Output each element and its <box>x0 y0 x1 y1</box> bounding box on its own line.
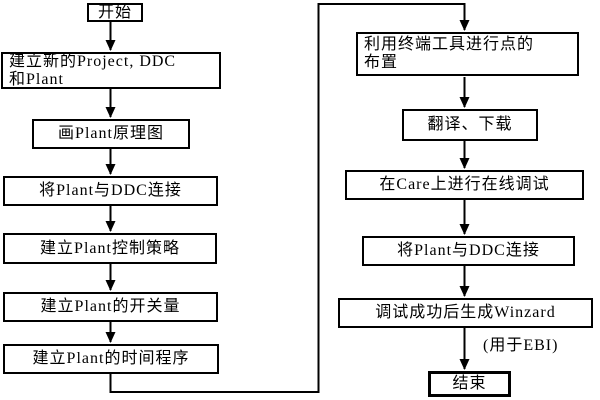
node-connect-plant-ddc-2: 将Plant与DDC连接 <box>362 236 575 266</box>
node-translate-download: 翻译、下载 <box>402 109 538 141</box>
node-terminal-points-line1: 利用终端工具进行点的 <box>364 36 535 53</box>
node-terminal-points-line2: 布置 <box>364 54 399 71</box>
node-start: 开始 <box>87 3 143 22</box>
node-control-strategy: 建立Plant控制策略 <box>3 233 217 264</box>
node-care-online-debug: 在Care上进行在线调试 <box>345 170 584 200</box>
node-create-project: 建立新的Project, DDC 和Plant <box>1 52 221 89</box>
node-create-project-line1: 建立新的Project, DDC <box>9 52 177 70</box>
node-draw-plant: 画Plant原理图 <box>32 119 190 149</box>
winzard-note-label: (用于EBI) <box>483 337 559 354</box>
connector-loop-time-program-to-terminal-points <box>109 3 470 393</box>
node-connect-plant-ddc-1: 将Plant与DDC连接 <box>3 176 218 206</box>
node-switch-values: 建立Plant的开关量 <box>3 292 218 322</box>
node-generate-winzard: 调试成功后生成Winzard <box>338 298 593 328</box>
node-end: 结束 <box>428 371 511 397</box>
node-terminal-points: 利用终端工具进行点的 布置 <box>356 32 579 76</box>
node-time-program: 建立Plant的时间程序 <box>3 344 219 374</box>
node-create-project-line2: 和Plant <box>9 70 64 88</box>
